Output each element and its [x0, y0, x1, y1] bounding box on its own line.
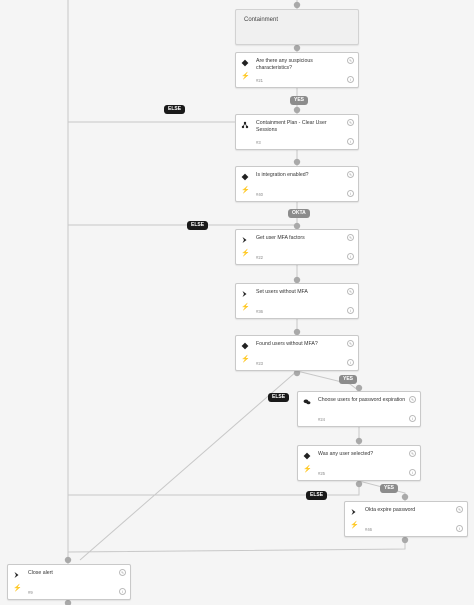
edit-badge-icon[interactable]: ✎	[409, 396, 416, 403]
lightning-icon: ⚡	[350, 522, 359, 529]
info-badge-icon[interactable]: i	[347, 190, 354, 197]
command-chevron-icon	[240, 235, 249, 244]
section-header-containment[interactable]: Containment	[235, 9, 359, 45]
connector-path	[67, 537, 406, 553]
lightning-icon: ⚡	[241, 73, 250, 80]
connector-path	[79, 370, 298, 561]
task-title: Was any user selected?	[318, 451, 374, 457]
connector-port	[64, 556, 72, 564]
condition-diamond-icon	[240, 58, 249, 67]
task-title: Close alert	[28, 570, 53, 576]
task-id: #24	[318, 417, 325, 422]
task-get-user-mfa-factors[interactable]: Get user MFA factors ⚡ #22 ✎ i	[235, 229, 359, 265]
task-id: #3	[256, 140, 261, 145]
task-clear-user-sessions[interactable]: Containment Plan - Clear User Sessions #…	[235, 114, 359, 150]
branch-label-else: ELSE	[164, 105, 186, 114]
task-title: Get user MFA factors	[256, 235, 305, 241]
task-id: #46	[365, 527, 372, 532]
task-title: Set users without MFA	[256, 289, 308, 295]
edit-badge-icon[interactable]: ✎	[119, 569, 126, 576]
task-choose-users-for-password-expiration[interactable]: Choose users for password expiration #24…	[297, 391, 421, 427]
task-title: Containment Plan - Clear User Sessions	[256, 120, 327, 133]
connector-port	[293, 328, 301, 336]
command-chevron-icon	[349, 507, 358, 516]
task-id: #9	[28, 590, 33, 595]
branch-label-else: ELSE	[306, 491, 328, 500]
connector-port	[293, 222, 301, 230]
branch-label-yes: YES	[290, 96, 309, 105]
task-okta-expire-password[interactable]: Okta expire password ⚡ #46 ✎ i	[344, 501, 468, 537]
task-found-users-without-mfa[interactable]: Found users without MFA? ⚡ #23 ✎ i	[235, 335, 359, 371]
task-title: Is integration enabled?	[256, 172, 309, 178]
info-badge-icon[interactable]: i	[409, 469, 416, 476]
condition-diamond-icon	[240, 341, 249, 350]
edit-badge-icon[interactable]: ✎	[347, 288, 354, 295]
connector-port	[293, 1, 301, 9]
connector-port	[401, 493, 409, 501]
section-title: Containment	[244, 17, 279, 23]
edit-badge-icon[interactable]: ✎	[347, 171, 354, 178]
branch-label-else: ELSE	[187, 221, 209, 230]
task-suspicious-characteristics[interactable]: Are there any suspicious characteristics…	[235, 52, 359, 88]
command-chevron-icon	[12, 570, 21, 579]
condition-diamond-icon	[240, 172, 249, 181]
lightning-icon: ⚡	[241, 304, 250, 311]
connector-port	[355, 480, 363, 488]
lightning-icon: ⚡	[241, 356, 250, 363]
connector-port	[293, 276, 301, 284]
info-badge-icon[interactable]: i	[409, 415, 416, 422]
task-set-users-without-mfa[interactable]: Set users without MFA ⚡ #36 ✎ i	[235, 283, 359, 319]
task-title: Found users without MFA?	[256, 341, 318, 347]
command-chevron-icon	[240, 289, 249, 298]
info-badge-icon[interactable]: i	[347, 76, 354, 83]
connector-port	[355, 437, 363, 445]
playbook-icon	[240, 120, 249, 129]
info-badge-icon[interactable]: i	[347, 253, 354, 260]
info-badge-icon[interactable]: i	[456, 525, 463, 532]
task-id: #23	[256, 361, 263, 366]
edit-badge-icon[interactable]: ✎	[347, 57, 354, 64]
task-id: #22	[256, 255, 263, 260]
branch-label-yes: YES	[339, 375, 358, 384]
connector-port	[355, 384, 363, 392]
task-title: Okta expire password	[365, 507, 416, 513]
task-id: #25	[318, 471, 325, 476]
task-title: Choose users for password expiration	[318, 397, 406, 403]
task-integration-enabled[interactable]: Is integration enabled? ⚡ #40 ✎ i	[235, 166, 359, 202]
lightning-icon: ⚡	[241, 250, 250, 257]
chat-icon	[302, 397, 311, 406]
edit-badge-icon[interactable]: ✎	[456, 506, 463, 513]
connector-port	[293, 158, 301, 166]
branch-label-else: ELSE	[268, 393, 290, 402]
info-badge-icon[interactable]: i	[347, 359, 354, 366]
edit-badge-icon[interactable]: ✎	[409, 450, 416, 457]
lightning-icon: ⚡	[13, 585, 22, 592]
edit-badge-icon[interactable]: ✎	[347, 234, 354, 241]
task-id: #40	[256, 192, 263, 197]
info-badge-icon[interactable]: i	[347, 307, 354, 314]
task-id: #36	[256, 309, 263, 314]
info-badge-icon[interactable]: i	[347, 138, 354, 145]
connector-port	[64, 599, 72, 605]
task-close-alert[interactable]: Close alert ⚡ #9 ✎ i	[7, 564, 131, 600]
branch-label-yes: YES	[380, 484, 399, 493]
connector-port	[293, 44, 301, 52]
connector-port	[293, 369, 301, 377]
connector-port	[401, 536, 409, 544]
task-was-any-user-selected[interactable]: Was any user selected? ⚡ #25 ✎ i	[297, 445, 421, 481]
edit-badge-icon[interactable]: ✎	[347, 119, 354, 126]
task-title: Are there any suspicious characteristics…	[256, 58, 313, 71]
task-id: #21	[256, 78, 263, 83]
condition-diamond-icon	[302, 451, 311, 460]
lightning-icon: ⚡	[241, 187, 250, 194]
lightning-icon: ⚡	[303, 466, 312, 473]
edit-badge-icon[interactable]: ✎	[347, 340, 354, 347]
branch-label-okta: OKTA	[288, 209, 310, 218]
info-badge-icon[interactable]: i	[119, 588, 126, 595]
connector-port	[293, 106, 301, 114]
